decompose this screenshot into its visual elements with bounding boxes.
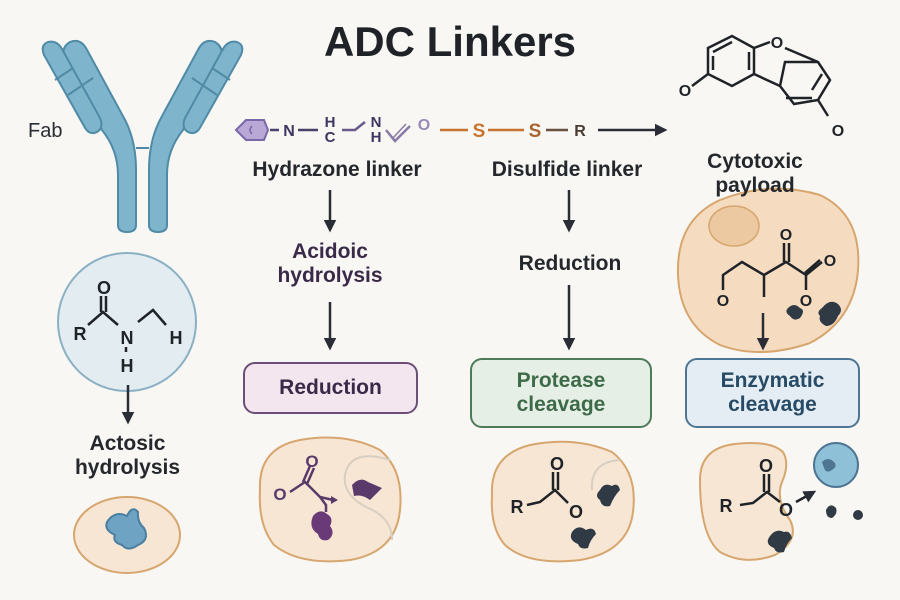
acidoic-line1: Acidoic: [292, 240, 368, 263]
protease-line2: cleavage: [516, 393, 606, 416]
protease-line1: Protease: [516, 368, 606, 392]
payload-atom-o-right: O: [832, 123, 844, 140]
hydrazone-small-arrow: [331, 496, 338, 504]
payload-atom-o-ring: O: [771, 35, 783, 52]
actosic-hydrolysis-label: Actosic hydrolysis: [50, 432, 205, 480]
disulfide-payload-blob-1: [597, 484, 620, 507]
disulfide-atom-o-right: O: [569, 502, 583, 522]
amide-atom-h-bottom: H: [121, 356, 134, 376]
enzymatic-bottom-structure: [739, 474, 781, 507]
protease-cleavage-box: Protease cleavage: [470, 358, 652, 428]
actosic-line1: Actosic: [89, 432, 166, 455]
amide-payload-blob: [105, 508, 147, 550]
amide-structure: [87, 296, 167, 352]
enzymatic-bottom-atom-o-right: O: [779, 500, 793, 520]
payload-label: Cytotoxic payload: [680, 150, 830, 198]
diagram-title: ADC Linkers: [323, 18, 577, 65]
targeting-moiety-icon: [234, 119, 270, 141]
enzymatic-atom-o-left: O: [717, 293, 729, 310]
released-payload-fragment-1: [826, 505, 837, 518]
disulfide-atom-o-top: O: [550, 454, 564, 474]
hydrazone-linker-structure: [234, 119, 411, 143]
enzymatic-line2: cleavage: [728, 393, 817, 416]
payload-label-line2: payload: [715, 174, 795, 198]
enzymatic-cell: [676, 187, 860, 353]
amide-atom-o: O: [97, 278, 111, 298]
atom-n2: N: [371, 114, 382, 131]
actosic-line2: hydrolysis: [74, 456, 181, 480]
hydrazone-atom-o-left: O: [273, 485, 286, 504]
lysosome-content: [822, 459, 836, 472]
payload-structure: [691, 34, 832, 117]
cell-nucleus: [708, 205, 760, 247]
hydrazone-payload-blob-1: [352, 479, 382, 500]
released-payload-fragment-2: [853, 510, 863, 520]
atom-r: R: [574, 123, 586, 140]
enzymatic-bottom-cell: [698, 442, 794, 561]
atom-h-top: H: [325, 114, 336, 131]
hydrazone-cell-structure: [289, 465, 334, 512]
disulfide-cell: [490, 440, 635, 563]
payload-atom-o-left: O: [679, 83, 691, 100]
hydrazone-payload-blob-2: [311, 511, 333, 541]
atom-n1: N: [283, 123, 295, 140]
enzymatic-bottom-atom-r: R: [720, 496, 733, 516]
enzymatic-bottom-atom-o-top: O: [759, 456, 773, 476]
disulfide-payload-blob-2: [570, 527, 596, 549]
enzymatic-cell-structure: [721, 243, 823, 297]
disulfide-linker-label: Disulfide linker: [491, 158, 643, 181]
atom-s2: S: [529, 121, 542, 142]
disulfide-atom-r: R: [511, 497, 524, 517]
atom-c: C: [325, 129, 336, 146]
hydrazone-cell-membrane: [343, 455, 393, 541]
enzymatic-cleavage-box: Enzymatic cleavage: [685, 358, 860, 428]
disulfide-cell-membrane: [590, 459, 621, 491]
payload-label-line1: Cytotoxic: [707, 150, 803, 173]
reduction-step-label: Reduction: [518, 252, 622, 275]
atom-h-bottom: H: [371, 129, 382, 146]
enzymatic-payload-blob-2: [818, 301, 841, 326]
enzymatic-payload-blob-1: [786, 305, 803, 320]
enzymatic-release-arrow: [795, 490, 817, 504]
disulfide-cell-structure: [526, 472, 569, 507]
amide-atom-h-right: H: [170, 328, 183, 348]
reduction-box: Reduction: [243, 362, 418, 414]
fab-label: Fab: [28, 120, 63, 142]
amide-atom-r: R: [74, 324, 87, 344]
amide-atom-n: N: [121, 328, 134, 348]
hydrazone-atom-o-top: O: [305, 452, 318, 471]
enzymatic-payload-blob-3: [767, 530, 792, 553]
acidoic-hydrolysis-label: Acidoic hydrolysis: [255, 240, 405, 288]
enzymatic-atom-o-bottom: O: [800, 293, 812, 310]
acidoic-line2: hydrolysis: [277, 264, 383, 288]
enzymatic-atom-o-right: O: [824, 253, 836, 270]
enzymatic-line1: Enzymatic: [720, 368, 825, 392]
atom-s1: S: [473, 121, 486, 142]
atom-o: O: [418, 117, 430, 134]
lysosome-icon: [813, 442, 859, 488]
antibody-icon: [41, 39, 244, 234]
hydrazone-linker-label: Hydrazone linker: [252, 158, 422, 181]
enzymatic-atom-o-top: O: [780, 227, 792, 244]
